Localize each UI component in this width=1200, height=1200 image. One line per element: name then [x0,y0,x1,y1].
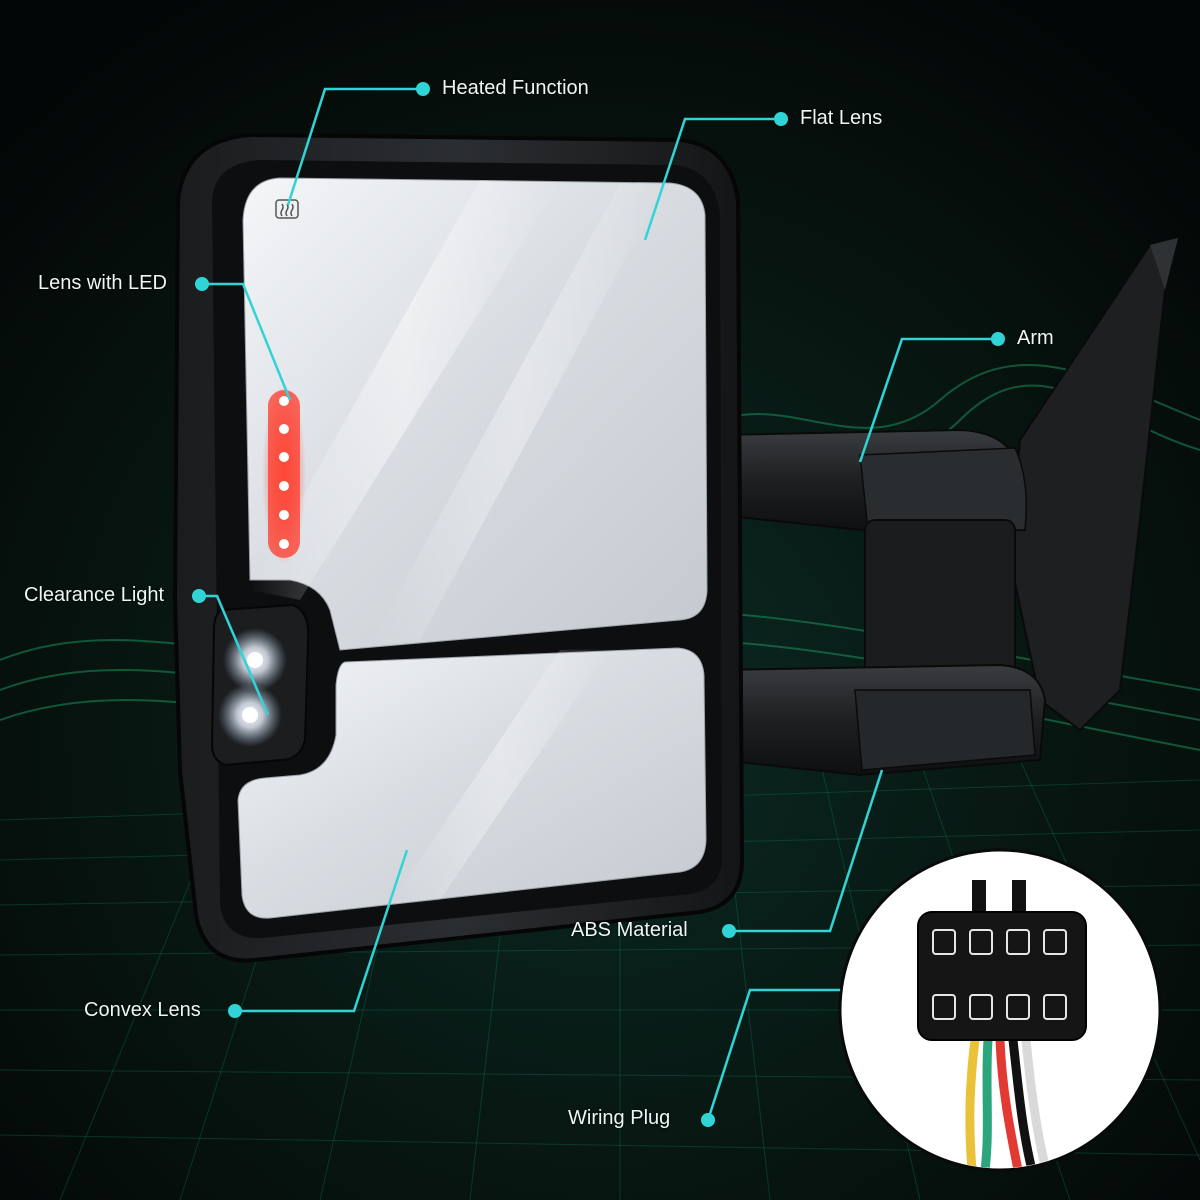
callout-arm: Arm [1017,327,1054,349]
callout-convex-lens: Convex Lens [84,999,201,1021]
callout-dots [192,82,1005,1127]
heated-mirror-icon [275,199,299,219]
led-signal [262,385,306,565]
callout-lens-with-led: Lens with LED [38,272,167,294]
callout-wiring-plug: Wiring Plug [568,1107,671,1129]
wiring-plug-inset [838,848,1162,1172]
callout-abs-material: ABS Material [571,919,688,941]
clearance-light [210,603,310,767]
convex-lens [237,647,707,919]
callout-heated-function: Heated Function [442,77,589,99]
mirror-arm [719,428,1047,777]
flat-lens [242,177,708,651]
callout-clearance-light: Clearance Light [24,584,165,606]
callout-flat-lens: Flat Lens [800,107,883,129]
